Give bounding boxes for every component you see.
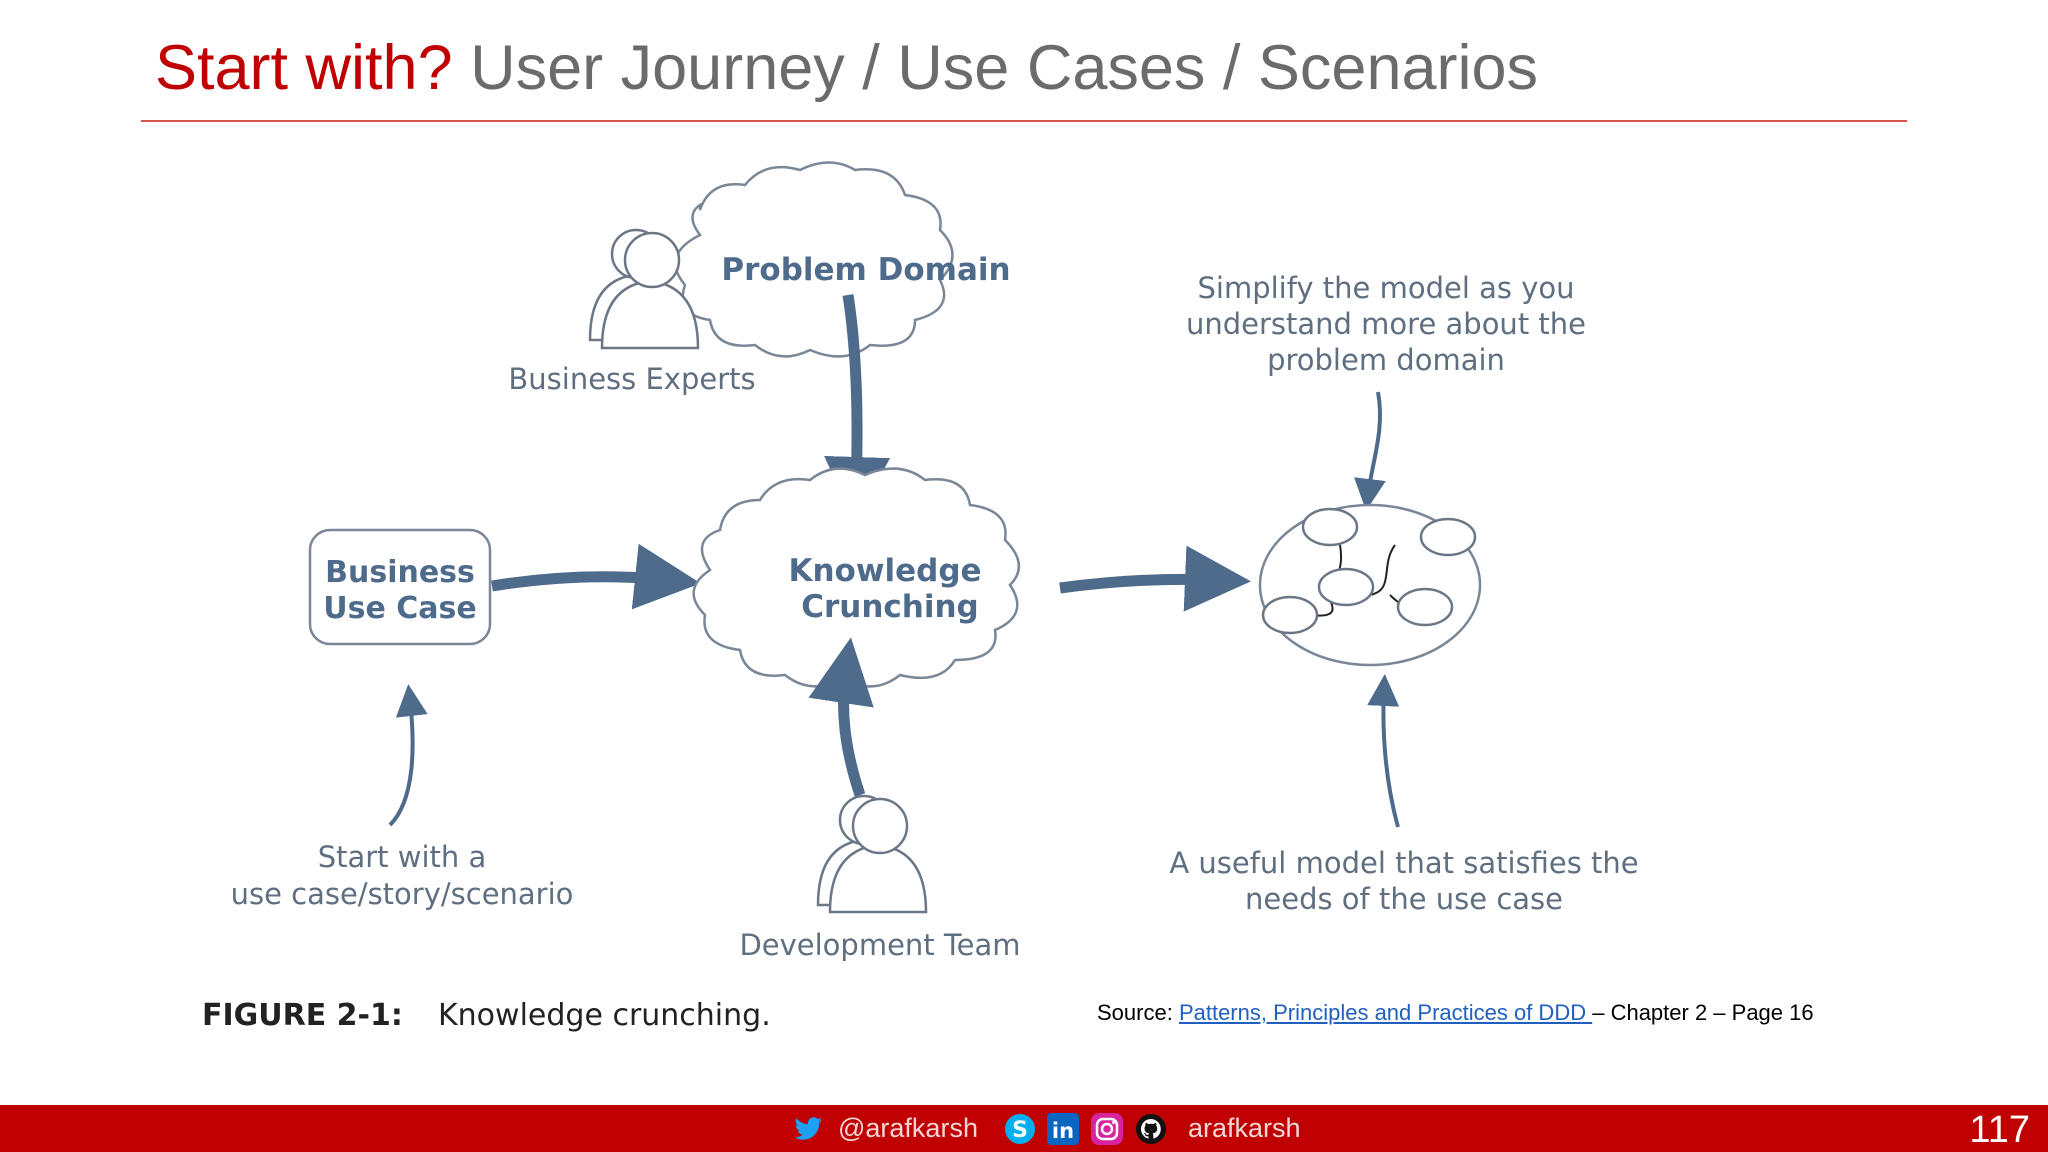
- business-experts-icon: [588, 228, 700, 350]
- development-team-label: Development Team: [739, 928, 1020, 962]
- source-link[interactable]: Patterns, Principles and Practices of DD…: [1178, 1000, 1593, 1025]
- instagram-icon[interactable]: [1091, 1113, 1123, 1145]
- arrow-simplify-to-model: [1354, 391, 1386, 511]
- knowledge-crunching-cloud: [692, 467, 1020, 688]
- linkedin-icon[interactable]: in: [1047, 1113, 1079, 1145]
- business-experts-label: Business Experts: [508, 362, 755, 396]
- development-team-icon: [816, 794, 928, 914]
- source-citation: Source: Patterns, Principles and Practic…: [1097, 1000, 1814, 1026]
- title-accent: Start with?: [155, 33, 453, 103]
- simplify-text-line2: understand more about the: [1186, 307, 1586, 341]
- footer-bar: @arafkarsh S in arafkarsh 117: [0, 1105, 2048, 1152]
- twitter-handle: @arafkarsh: [838, 1113, 978, 1143]
- title-divider: [141, 120, 1907, 122]
- source-prefix: Source:: [1097, 1000, 1179, 1025]
- business-use-case-label-line2: Use Case: [323, 591, 476, 626]
- problem-domain-label: Problem Domain: [721, 252, 1010, 288]
- domain-model-icon: [1258, 503, 1482, 667]
- business-use-case-label-line1: Business: [325, 555, 475, 590]
- knowledge-crunching-label-line2: Crunching: [801, 589, 979, 625]
- useful-text-line2: needs of the use case: [1245, 882, 1563, 916]
- slide-title: Start with? User Journey / Use Cases / S…: [155, 28, 1538, 108]
- arrow-problem-to-knowledge: [824, 294, 891, 523]
- arrow-start-to-usecase: [388, 684, 428, 827]
- github-icon[interactable]: [1135, 1113, 1167, 1145]
- social-handle: arafkarsh: [1188, 1113, 1301, 1143]
- svg-text:in: in: [1052, 1119, 1074, 1143]
- simplify-text-line1: Simplify the model as you: [1197, 271, 1574, 305]
- title-rest: User Journey / Use Cases / Scenarios: [452, 33, 1539, 103]
- knowledge-crunching-label-line1: Knowledge: [788, 553, 981, 589]
- svg-text:S: S: [1012, 1118, 1028, 1143]
- useful-text-line1: A useful model that satisfies the: [1169, 846, 1638, 880]
- start-text-line2: use case/story/scenario: [231, 877, 574, 911]
- simplify-text-line3: problem domain: [1267, 343, 1505, 377]
- arrow-devteam-to-knowledge: [808, 637, 874, 797]
- figure-label: FIGURE 2-1:: [202, 998, 403, 1033]
- source-suffix: – Chapter 2 – Page 16: [1592, 1000, 1814, 1025]
- page-number: 117: [1969, 1109, 2030, 1151]
- figure-caption: Knowledge crunching.: [438, 998, 771, 1033]
- start-text-line1: Start with a: [318, 840, 487, 874]
- arrow-knowledge-to-model: [1059, 545, 1251, 612]
- twitter-icon[interactable]: [792, 1113, 824, 1145]
- arrow-usecase-to-knowledge: [491, 543, 701, 610]
- knowledge-crunching-diagram: Problem Domain Business Experts Simplify…: [202, 161, 1639, 1033]
- skype-icon[interactable]: S: [1004, 1113, 1036, 1145]
- business-use-case-box: [308, 528, 492, 646]
- arrow-useful-to-model: [1367, 674, 1400, 828]
